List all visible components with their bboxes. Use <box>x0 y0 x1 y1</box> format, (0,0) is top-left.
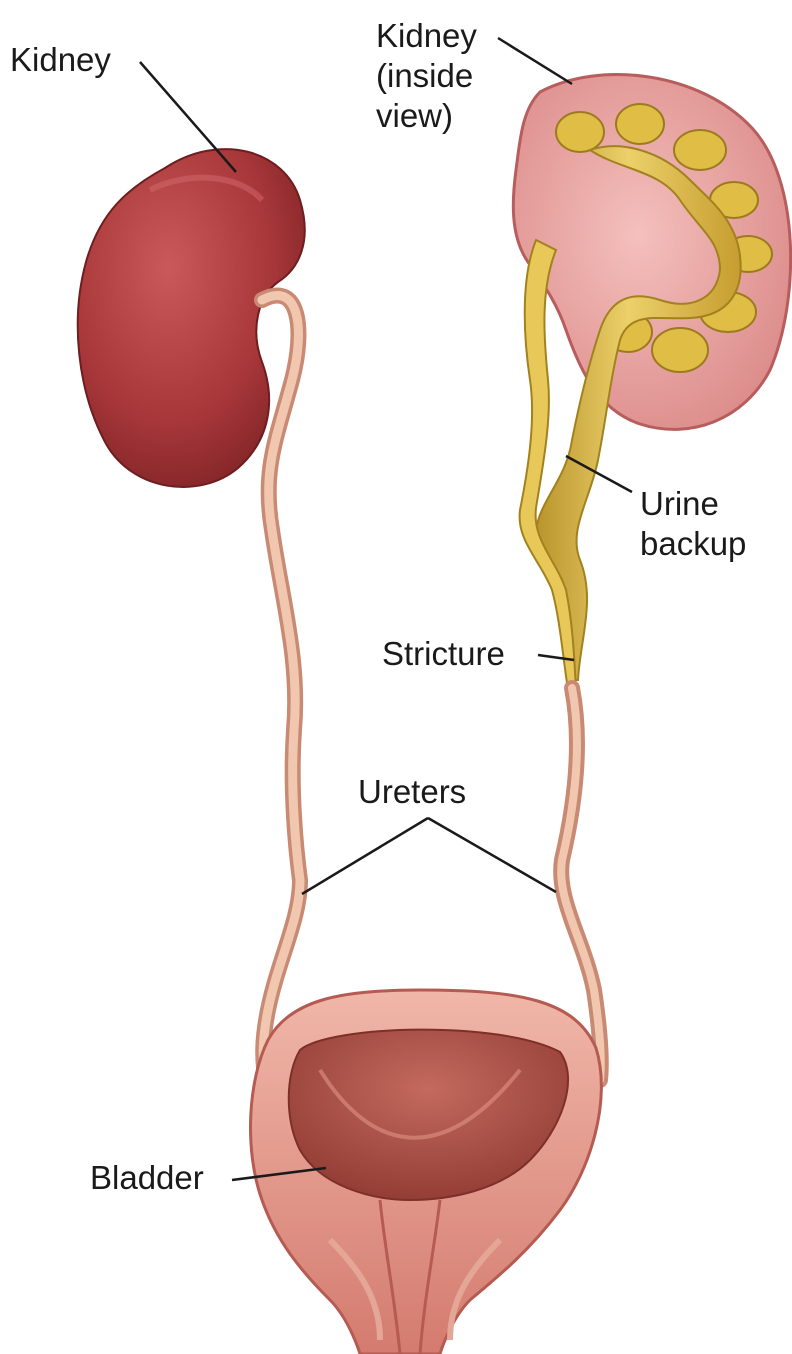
label-ureters: Ureters <box>358 772 466 812</box>
label-kidney-inside-line1: Kidney <box>376 16 477 56</box>
label-bladder: Bladder <box>90 1158 204 1198</box>
leader-ureters-left <box>302 818 428 894</box>
label-kidney: Kidney <box>10 40 111 80</box>
label-kidney-inside-view: Kidney (inside view) <box>376 16 477 136</box>
leader-kidney-inside <box>498 38 572 84</box>
label-urine-backup-line2: backup <box>640 524 746 564</box>
label-urine-backup-line1: Urine <box>640 484 746 524</box>
label-kidney-inside-line2: (inside <box>376 56 477 96</box>
label-kidney-inside-line3: view) <box>376 96 477 136</box>
label-urine-backup: Urine backup <box>640 484 746 564</box>
label-stricture: Stricture <box>382 634 505 674</box>
leader-ureters-right <box>428 818 556 892</box>
